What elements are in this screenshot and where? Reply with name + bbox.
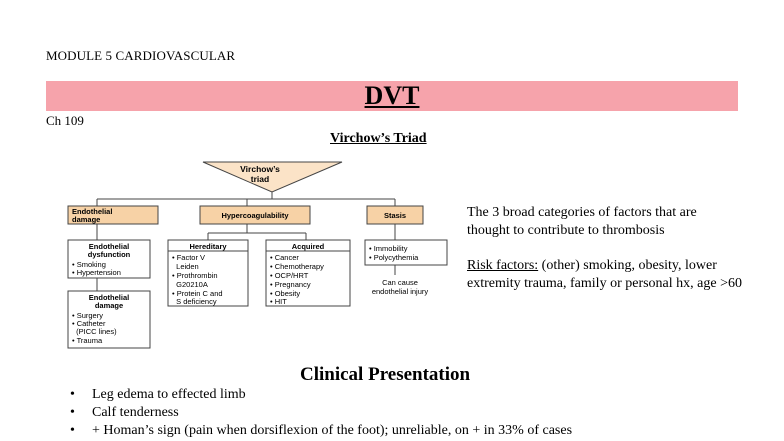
acquired-item: • Obesity [270,289,300,298]
endo-damage-item: • Catheter [72,319,106,328]
category-hyper-box [199,205,311,225]
list-item: • Leg edema to effected limb [70,386,572,404]
endo-damage-item: • Trauma [72,336,103,345]
bullet-icon: • [70,405,75,420]
endo-damage-box [67,290,151,349]
triad-heading: Virchow’s Triad [330,131,427,146]
clinical-item-text: Calf tenderness [92,405,179,420]
risk-factors: Risk factors: (other) smoking, obesity, … [467,257,747,293]
stasis-item: • Immobility [369,244,408,253]
triad-description: The 3 broad categories of factors that a… [467,205,697,238]
category-stasis-box [366,205,424,225]
list-item: • + Homan’s sign (pain when dorsiflexion … [70,422,572,440]
stasis-box [364,239,448,266]
category-endothelial-line2: damage [72,215,100,224]
hereditary-item: G20210A [172,280,208,289]
endo-damage-item: • Surgery [72,311,103,320]
clinical-list: • Leg edema to effected limb • Calf tender… [70,386,572,440]
hereditary-item: • Factor V [172,253,205,262]
bullet-icon: • [70,387,75,402]
stasis-note-line1: Can cause [382,278,418,287]
category-hyper-label: Hypercoagulability [221,211,289,220]
clinical-item-text: Leg edema to effected limb [92,387,246,402]
endo-dysfunction-box [67,239,151,279]
hereditary-item: S deficiency [172,297,217,306]
virchow-triad-diagram: Virchow’s triad Endothelial damage Hyper… [67,161,448,349]
clinical-heading: Clinical Presentation [300,364,471,385]
acquired-item: • Pregnancy [270,280,311,289]
acquired-item: • Chemotherapy [270,262,324,271]
hereditary-title: Hereditary [189,242,227,251]
list-item: • Calf tenderness [70,404,572,422]
acquired-title: Acquired [292,242,325,251]
clinical-item-text: + Homan’s sign (pain when dorsiflexion o… [92,423,573,438]
triad-top-line2: triad [251,174,269,184]
endo-dysfunction-item: • Hypertension [72,268,121,277]
endo-dysfunction-item: • Smoking [72,260,106,269]
hereditary-item: • Prothrombin [172,271,218,280]
endo-dysfunction-title2: dysfunction [88,250,131,259]
endo-damage-title2: damage [95,301,123,310]
acquired-item: • HIT [270,297,287,306]
triad-top-line1: Virchow’s [240,164,280,174]
title-banner: DVT [46,81,738,111]
stasis-note-line2: endothelial injury [372,287,429,296]
page-title: DVT [364,81,420,110]
hereditary-item: • Protein C and [172,289,223,298]
risk-factors-text: (other) smoking, obesity, lower extremit… [467,258,742,291]
connector-lines [96,192,396,291]
stasis-item: • Polycythemia [369,253,419,262]
hereditary-item: Leiden [172,262,199,271]
triad-top-shape [202,161,343,193]
acquired-item: • OCP/HRT [270,271,309,280]
category-endothelial-box [67,205,159,225]
endo-dysfunction-title1: Endothelial [89,242,129,251]
acquired-item: • Cancer [270,253,299,262]
endo-damage-item: (PICC lines) [72,327,117,336]
risk-factors-label: Risk factors: [467,258,539,273]
category-stasis-label: Stasis [384,211,406,220]
category-endothelial-line1: Endothelial [72,207,112,216]
endo-damage-title1: Endothelial [89,293,129,302]
bullet-icon: • [70,423,75,438]
module-label: MODULE 5 CARDIOVASCULAR [46,48,236,63]
chapter-label: Ch 109 [46,113,84,128]
